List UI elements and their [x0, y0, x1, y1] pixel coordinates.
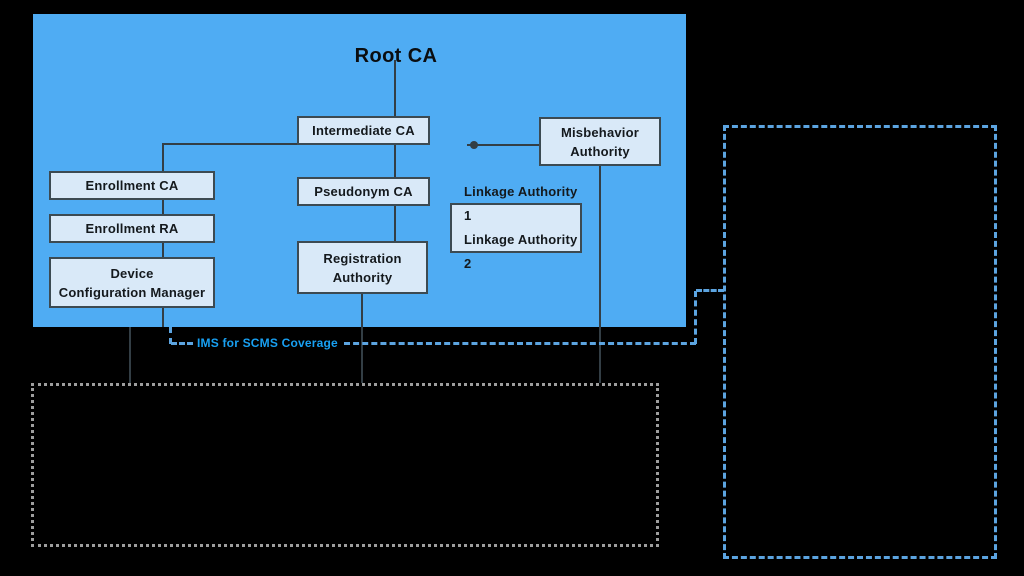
node-label-line: Linkage Authority 1	[464, 184, 578, 223]
coverage-callout-line-horizontal	[344, 342, 696, 345]
connector-root-to-intermediate	[394, 60, 396, 130]
node-label-line: Configuration Manager	[58, 284, 206, 300]
node-enrollment-ca: Enrollment CA	[49, 171, 215, 200]
node-label: Enrollment CA	[85, 178, 179, 193]
coverage-callout-line-to-right-box	[696, 289, 724, 292]
connector-pseudonym-to-registration	[394, 206, 396, 255]
coverage-region-right	[723, 125, 997, 559]
node-intermediate-ca: Intermediate CA	[297, 116, 430, 145]
connector-endpoint-dot-left	[470, 141, 478, 149]
scms-panel: Root CA Intermediate CA Misbehavior Auth…	[33, 14, 686, 327]
connector-misbehavior-to-bottom-box	[599, 327, 601, 383]
coverage-region-bottom	[31, 383, 659, 547]
node-label-line: Linkage Authority 2	[464, 232, 578, 271]
node-label: Enrollment RA	[85, 221, 179, 236]
node-label-line: Registration	[323, 250, 402, 266]
coverage-callout-line-to-label	[171, 342, 193, 345]
connector-registration-to-bottom-box	[361, 294, 363, 383]
node-label-line: Authority	[332, 269, 393, 285]
coverage-callout-label: IMS for SCMS Coverage	[197, 336, 338, 350]
node-label-line: Device	[110, 265, 154, 281]
node-device-configuration-manager: Device Configuration Manager	[49, 257, 215, 308]
node-label: Intermediate CA	[312, 123, 415, 138]
node-misbehavior-authority: Misbehavior Authority	[539, 117, 661, 166]
node-enrollment-ra: Enrollment RA	[49, 214, 215, 243]
node-linkage-authorities: Linkage Authority 1 Linkage Authority 2	[450, 184, 582, 271]
node-label: Pseudonym CA	[314, 184, 413, 199]
connector-intermediate-to-misbehavior	[467, 144, 567, 146]
node-label-line: Authority	[570, 143, 630, 159]
coverage-callout-line-vertical-right	[694, 291, 697, 344]
node-label-line: Misbehavior	[560, 124, 640, 140]
connector-intermediate-to-left-branch	[163, 143, 331, 145]
node-pseudonym-ca: Pseudonym CA	[297, 177, 430, 206]
connector-left-branch-to-bottom-box	[129, 327, 131, 383]
connector-misbehavior-vertical	[599, 166, 601, 327]
coverage-callout-line-vertical-left	[169, 327, 172, 344]
diagram-title: Root CA	[354, 45, 438, 67]
connector-intermediate-to-pseudonym	[394, 145, 396, 191]
node-registration-authority: Registration Authority	[297, 241, 428, 294]
